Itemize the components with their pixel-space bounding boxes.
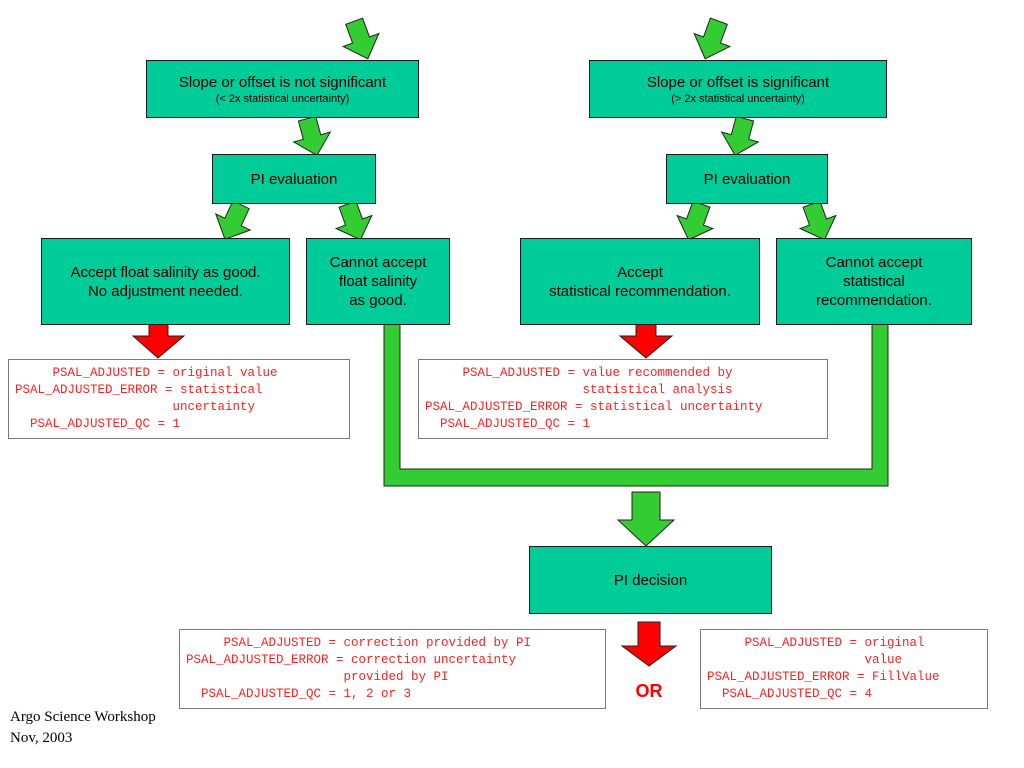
code-line: PSAL_ADJUSTED_ERROR = correction uncerta… bbox=[186, 653, 517, 667]
green-arrow-to-right-evaluation bbox=[720, 115, 760, 157]
left-condition-box: Slope or offset is not significant (< 2x… bbox=[146, 60, 419, 118]
code-line: PSAL_ADJUSTED = original bbox=[707, 636, 925, 650]
pi-decision-label: PI decision bbox=[613, 571, 688, 589]
right-evaluation-label: PI evaluation bbox=[703, 170, 791, 188]
code-line: PSAL_ADJUSTED_ERROR = FillValue bbox=[707, 670, 940, 684]
right-evaluation-box: PI evaluation bbox=[666, 154, 828, 204]
right-condition-title: Slope or offset is significant bbox=[646, 73, 830, 91]
right-accept-box: Accept statistical recommendation. bbox=[520, 238, 760, 325]
code-line: PSAL_ADJUSTED = original value bbox=[15, 366, 278, 380]
left-evaluation-box: PI evaluation bbox=[212, 154, 376, 204]
left-reject-line-3: as good. bbox=[349, 292, 407, 309]
left-accept-box: Accept float salinity as good. No adjust… bbox=[41, 238, 290, 325]
code-line: PSAL_ADJUSTED_ERROR = statistical uncert… bbox=[425, 400, 763, 414]
left-reject-box: Cannot accept float salinity as good. bbox=[306, 238, 450, 325]
green-arrow-to-left-reject bbox=[334, 200, 373, 241]
right-reject-line-3: recommendation. bbox=[816, 292, 932, 309]
footer: Argo Science Workshop Nov, 2003 bbox=[10, 707, 156, 749]
left-reject-line-1: Cannot accept bbox=[329, 254, 427, 271]
code-line: PSAL_ADJUSTED_QC = 1 bbox=[15, 417, 181, 431]
pi-decision-box: PI decision bbox=[529, 546, 772, 614]
green-arrow-to-pi-decision bbox=[616, 491, 676, 547]
code-line: statistical analysis bbox=[425, 383, 733, 397]
green-arrow-to-left-accept bbox=[214, 200, 252, 240]
left-accept-line-2: No adjustment needed. bbox=[87, 282, 244, 300]
code-line: uncertainty bbox=[15, 400, 256, 414]
green-arrow-into-left-condition bbox=[341, 17, 380, 60]
green-arrow-to-left-evaluation bbox=[292, 115, 332, 157]
code-line: PSAL_ADJUSTED_ERROR = statistical bbox=[15, 383, 263, 397]
code-line: PSAL_ADJUSTED = value recommended by bbox=[425, 366, 733, 380]
right-accept-line-1: Accept bbox=[617, 263, 663, 281]
decision-option-a-code: PSAL_ADJUSTED = correction provided by P… bbox=[179, 629, 606, 709]
green-arrow-to-right-accept bbox=[676, 200, 715, 241]
left-reject-line-2: float salinity bbox=[338, 273, 418, 290]
right-condition-subtitle: (> 2x statistical uncertainty) bbox=[671, 92, 805, 105]
right-condition-box: Slope or offset is significant (> 2x sta… bbox=[589, 60, 887, 118]
left-accept-line-1: Accept float salinity as good. bbox=[70, 263, 261, 281]
code-line: PSAL_ADJUSTED = correction provided by P… bbox=[186, 636, 532, 650]
left-evaluation-label: PI evaluation bbox=[250, 170, 338, 188]
footer-line-1: Argo Science Workshop bbox=[10, 709, 156, 725]
right-result-code: PSAL_ADJUSTED = value recommended by sta… bbox=[418, 359, 828, 439]
code-line: value bbox=[707, 653, 903, 667]
code-line: PSAL_ADJUSTED_QC = 1 bbox=[425, 417, 591, 431]
right-reject-line-2: statistical bbox=[843, 273, 905, 290]
code-line: provided by PI bbox=[186, 670, 449, 684]
code-line: PSAL_ADJUSTED_QC = 4 bbox=[707, 687, 873, 701]
left-condition-subtitle: (< 2x statistical uncertainty) bbox=[215, 92, 350, 105]
green-arrow-into-right-condition bbox=[693, 17, 732, 60]
code-line: PSAL_ADJUSTED_QC = 1, 2 or 3 bbox=[186, 687, 412, 701]
footer-line-2: Nov, 2003 bbox=[10, 730, 73, 746]
red-arrow-decision-result bbox=[620, 621, 678, 667]
right-reject-box: Cannot accept statistical recommendation… bbox=[776, 238, 972, 325]
or-label: OR bbox=[635, 681, 663, 701]
right-accept-line-2: statistical recommendation. bbox=[549, 282, 731, 300]
green-arrow-to-right-reject bbox=[798, 200, 837, 241]
right-reject-line-1: Cannot accept bbox=[825, 254, 923, 271]
left-condition-title: Slope or offset is not significant bbox=[178, 73, 387, 91]
